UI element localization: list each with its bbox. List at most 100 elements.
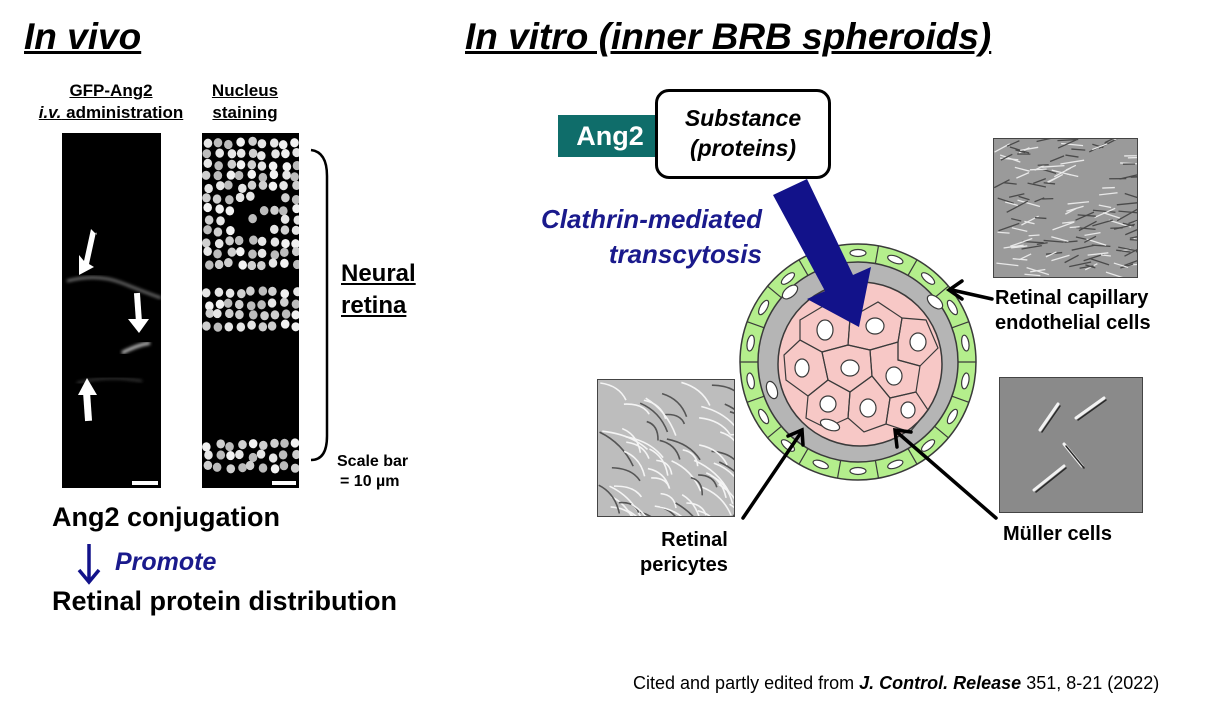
nucleus-dot xyxy=(258,286,268,296)
nucleus-dot xyxy=(225,288,235,298)
gfp-ang2-label: GFP-Ang2 xyxy=(69,81,153,100)
nucleus-dot xyxy=(280,258,289,268)
nucleus-dot xyxy=(236,160,246,170)
nucleus-dot xyxy=(227,149,237,159)
proteins-label: (proteins) xyxy=(689,135,797,161)
pericyte-micrograph xyxy=(597,379,735,517)
administration-label: administration xyxy=(61,103,184,123)
nucleus-dot xyxy=(202,170,211,180)
nucleus-dot xyxy=(269,169,279,180)
nucleus-dot xyxy=(203,158,213,168)
nucleus-dot xyxy=(214,287,224,297)
nucleus-dot xyxy=(246,286,255,296)
nucleus-dot xyxy=(205,260,214,270)
nucleus-dot xyxy=(203,225,212,235)
nucleus-dot xyxy=(248,136,257,146)
nucleus-dot xyxy=(267,321,277,331)
nucleus-dot xyxy=(267,298,277,308)
nucleus-dot xyxy=(225,442,234,452)
nucleus-dot xyxy=(259,206,269,216)
nucleus-dot xyxy=(248,148,258,159)
endothelial-nucleus xyxy=(961,372,970,390)
nucleus-dot xyxy=(202,442,211,452)
nucleus-dot xyxy=(257,248,267,258)
nucleus-dot xyxy=(234,170,244,181)
nucleus-dot xyxy=(290,463,299,473)
nucleus-dot xyxy=(291,299,299,309)
gfp-signal-spot xyxy=(121,341,151,355)
nucleus-dot xyxy=(249,235,258,245)
white-arrow-icon xyxy=(128,292,149,333)
nucleus-dot xyxy=(280,297,289,307)
nucleus-dot xyxy=(245,460,255,471)
nucleus-dot xyxy=(214,161,223,171)
nucleus-dot xyxy=(213,322,223,332)
scale-bar-mark xyxy=(272,481,296,485)
nucleus-dot xyxy=(293,287,299,297)
nucleus-dot xyxy=(246,301,256,311)
scale-bar-label: Scale bar xyxy=(337,453,409,470)
nucleus-dot xyxy=(205,308,215,318)
nucleus-micrograph xyxy=(202,133,299,488)
nucleus-dot xyxy=(235,247,245,257)
nucleus-dot xyxy=(248,439,258,449)
retinal-protein-distribution-text: Retinal protein distribution xyxy=(52,586,397,616)
nucleus-dot xyxy=(236,137,245,147)
ang2-tag: Ang2 xyxy=(558,115,662,157)
nucleus-dot xyxy=(282,162,292,172)
nucleus-dot xyxy=(290,172,299,182)
down-arrow-icon xyxy=(77,544,101,585)
staining-label: staining xyxy=(212,103,278,123)
nucleus-dot xyxy=(247,180,257,190)
muller-cell-shapes xyxy=(1032,396,1106,492)
endothelial-cell-micrograph xyxy=(993,138,1138,278)
nucleus-dot xyxy=(225,206,235,216)
nucleus-dot xyxy=(292,449,299,460)
nucleus-dot xyxy=(216,450,226,460)
endothelial-nucleus xyxy=(946,408,959,425)
nucleus-dot xyxy=(292,180,299,190)
nucleus-dot xyxy=(270,464,280,474)
nucleus-dot xyxy=(213,249,222,259)
nucleus-dot xyxy=(279,181,288,191)
nucleus-header: Nucleus staining xyxy=(200,80,290,124)
nucleus-dot xyxy=(278,140,288,150)
nucleus-dot xyxy=(270,250,280,260)
nucleus-dot xyxy=(212,462,222,472)
scale-bar-value: = 10 µm xyxy=(340,473,400,490)
nucleus-dot xyxy=(237,289,246,299)
nucleus-dot xyxy=(258,463,268,473)
endothelial-nucleus xyxy=(920,272,936,285)
endothelial-line2: endothelial cells xyxy=(995,312,1151,334)
nucleus-dot xyxy=(280,289,290,299)
nucleus-dot xyxy=(280,438,289,448)
nucleus-dot xyxy=(234,235,244,246)
nucleus-dot xyxy=(268,181,278,191)
nucleus-dot xyxy=(234,299,244,310)
nucleus-dot xyxy=(279,461,289,471)
nucleus-dot xyxy=(226,450,235,461)
citation-journal: J. Control. Release xyxy=(859,673,1022,693)
nucleus-dot xyxy=(227,159,237,169)
nucleus-dot xyxy=(280,214,290,224)
in-vitro-title: In vitro (inner BRB spheroids) xyxy=(465,16,992,57)
gfp-ang2-header: GFP-Ang2 i.v. administration xyxy=(22,80,200,124)
nucleus-label: Nucleus xyxy=(211,81,279,100)
nucleus-dot xyxy=(213,308,222,319)
nucleus-dot xyxy=(248,214,257,224)
nucleus-dot xyxy=(257,139,267,149)
nucleus-dot xyxy=(291,246,299,257)
nucleus-dot xyxy=(260,311,269,321)
endothelial-nucleus xyxy=(812,459,829,470)
nucleus-dot xyxy=(215,299,225,309)
nucleus-dot xyxy=(213,170,223,181)
nucleus-dot xyxy=(282,170,291,180)
nucleus-dot xyxy=(257,161,267,171)
muller-nuclei xyxy=(794,317,927,419)
nucleus-dot xyxy=(280,319,290,329)
nucleus-dot xyxy=(202,288,211,298)
nucleus-dot xyxy=(291,195,299,205)
nucleus-dot xyxy=(290,438,299,448)
clathrin-mediated-label: Clathrin-mediated xyxy=(540,204,762,234)
nucleus-dot xyxy=(268,161,278,171)
